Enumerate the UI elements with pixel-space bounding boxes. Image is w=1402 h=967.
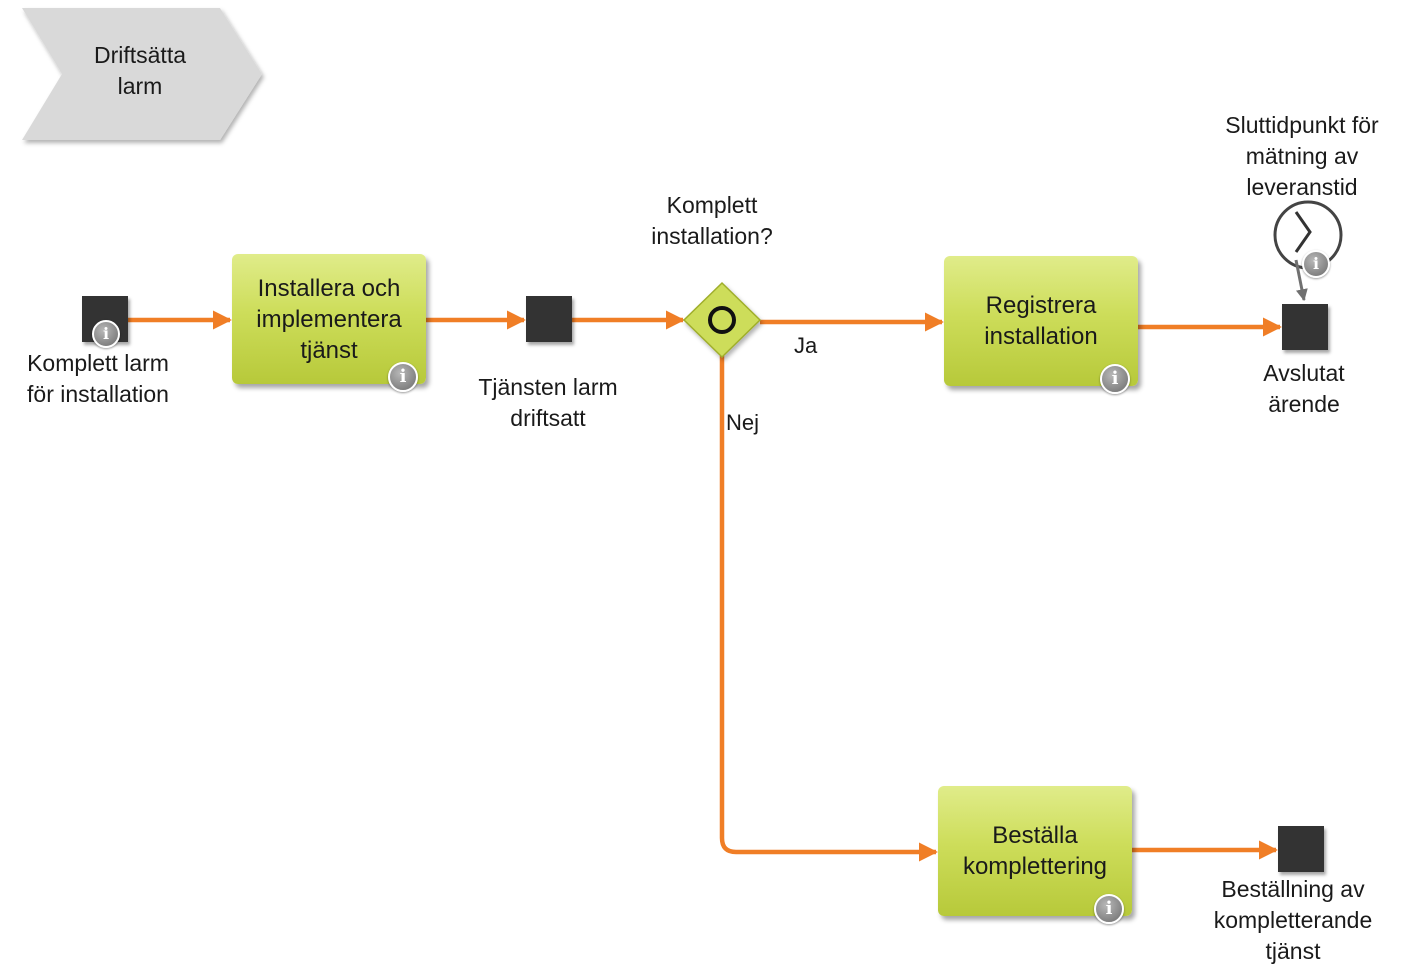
sequence-flows <box>128 310 1282 862</box>
gateway-diamond <box>682 281 762 359</box>
gateway-no-label: Nej <box>726 410 760 435</box>
task-install-label: Installera och implementera tjänst <box>256 274 402 364</box>
task-register-label: Registrera installation <box>984 292 1098 350</box>
timer-connector-arrow <box>1294 259 1308 302</box>
closed-event[interactable] <box>1282 304 1328 350</box>
ordered-event[interactable] <box>1278 826 1324 872</box>
flow-gateway-to-order <box>719 356 938 862</box>
task-register[interactable]: Registrera installation <box>944 256 1138 386</box>
process-title: Driftsätta larm <box>93 42 187 99</box>
closed-event-label: Avslutat ärende <box>1263 360 1345 417</box>
start-event-label: Komplett larm för installation <box>27 350 169 407</box>
deployed-event[interactable] <box>526 296 572 342</box>
timer-clock-hands <box>1294 211 1312 253</box>
timer-label: Sluttidpunkt för mätning av leveranstid <box>1225 112 1379 200</box>
info-icon[interactable]: i <box>1100 364 1130 394</box>
gateway-question: Komplett installation? <box>651 192 773 249</box>
gateway-yes-label: Ja <box>794 333 818 358</box>
info-icon[interactable]: i <box>1094 894 1124 924</box>
task-install[interactable]: Installera och implementera tjänst <box>232 254 426 384</box>
info-icon[interactable]: i <box>388 362 418 392</box>
ordered-event-label: Beställning av kompletterande tjänst <box>1213 876 1373 964</box>
deployed-event-label: Tjänsten larm driftsatt <box>478 374 618 431</box>
task-order[interactable]: Beställa komplettering <box>938 786 1132 916</box>
task-order-label: Beställa komplettering <box>962 822 1108 880</box>
process-chevron <box>22 8 262 140</box>
info-icon[interactable]: i <box>92 320 120 348</box>
gateway-or-icon <box>708 306 736 334</box>
info-icon[interactable]: i <box>1302 250 1330 278</box>
